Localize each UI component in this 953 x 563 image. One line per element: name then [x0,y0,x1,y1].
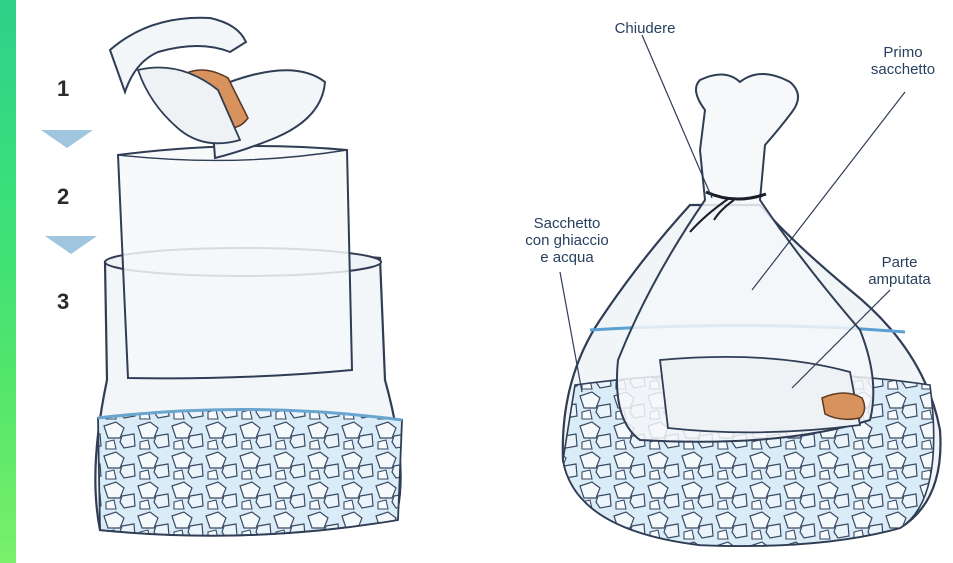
wrapped-finger [110,18,325,158]
label-ice-bag: Sacchetto con ghiaccio e acqua [512,215,622,266]
label-close: Chiudere [605,20,685,37]
label-first-bag: Primo sacchetto [858,44,948,78]
label-amputated-part: Parte amputata [852,254,947,288]
first-bag-left [118,146,352,378]
